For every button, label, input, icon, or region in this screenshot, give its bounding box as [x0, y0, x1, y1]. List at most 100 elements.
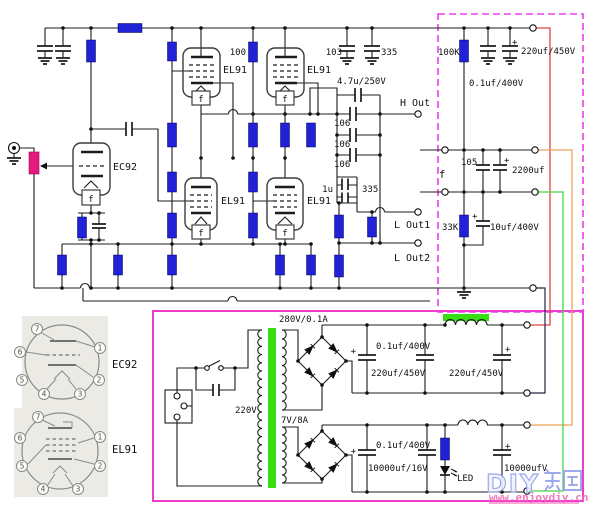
terminals: [173, 24, 539, 495]
label-220uf: 220uf/450V: [521, 47, 576, 57]
filament-label: f: [282, 95, 287, 105]
pin-number: 6: [18, 348, 23, 357]
label-7v8a: 7V/8A: [281, 416, 309, 426]
label-33k: 33K: [442, 223, 459, 233]
label-10uf: 10uf/400V: [490, 223, 539, 233]
label-c335: 335: [381, 48, 397, 58]
tube1-label: EL91: [223, 65, 247, 76]
choke-2-coil: [457, 419, 488, 426]
bridge-rectifier-1: [304, 343, 340, 379]
ec92-pinout: 7 1 6 2 5 4 3 EC92: [14, 323, 137, 400]
filament-wire-orange: [530, 149, 573, 426]
label-c106b: 106: [334, 140, 350, 150]
plus-sign: +: [472, 212, 478, 222]
watermark-url: www.enjoydiy.cn: [489, 491, 588, 504]
label-hv-c1: 220uf/450V: [371, 369, 426, 379]
power-supply-box: [152, 310, 584, 502]
watermark-cjk-glyphs: [544, 469, 582, 491]
label-fil-c1: 10000uf/16V: [368, 464, 428, 474]
resistor: [167, 41, 177, 62]
resistors: [57, 23, 469, 461]
resistor: [248, 122, 258, 148]
resistor: [334, 254, 344, 278]
capacitor-plates: [37, 45, 518, 456]
volume-potentiometer: [28, 151, 40, 175]
resistor: [306, 122, 316, 148]
pin-number: 7: [36, 413, 41, 422]
label-hv-c2: 220uf/450V: [449, 369, 504, 379]
plus-sign: +: [512, 38, 518, 48]
pin-number: 4: [42, 390, 47, 399]
el91-pinout-label: EL91: [112, 444, 137, 456]
choke-core: [443, 314, 489, 321]
resistor: [306, 254, 316, 276]
pin-number: 2: [98, 462, 103, 471]
ac-plug-pin: [173, 392, 181, 400]
label-c1u: 1u: [322, 185, 333, 195]
label-220v: 220V: [235, 406, 257, 416]
el91-pinout-bg: [14, 408, 108, 497]
h-out-terminal: [414, 110, 422, 118]
label-100k: 100K: [438, 48, 460, 58]
fil-terminal-1: [531, 146, 539, 154]
tube-el91-4: f: [266, 177, 304, 240]
pin-number: 5: [20, 462, 25, 471]
pot-wiper-arrow: [40, 162, 47, 170]
plus-sign: +: [351, 347, 357, 357]
pin-number: 6: [18, 434, 23, 443]
resistor: [167, 254, 177, 276]
transformer-primary-coil: [257, 329, 263, 487]
pin-number: 3: [76, 485, 81, 494]
pin-number: 1: [98, 433, 103, 442]
pin-number: 5: [20, 376, 25, 385]
input-jack: [7, 141, 21, 155]
resistor: [77, 216, 87, 239]
transformer-hv-secondary-coil: [281, 329, 287, 411]
resistor: [280, 122, 290, 148]
ac-plug-pin: [173, 413, 181, 421]
label-fil-c2: 10000ufV: [504, 464, 548, 474]
amp-wiring: [13, 27, 532, 493]
choke-1-coil: [444, 319, 488, 326]
transformer-core: [268, 328, 276, 488]
resistor-33k: [459, 214, 469, 238]
watermark: DIY www.enjoydiy.cn: [485, 468, 588, 504]
label-c47u: 4.7u/250V: [337, 77, 386, 87]
bplus-terminal: [529, 24, 537, 32]
pin-number: 1: [98, 344, 103, 353]
label-r100: 100: [230, 48, 246, 58]
resistor: [334, 214, 344, 239]
resistor: [248, 171, 258, 193]
label-sec-hv: 280V/0.1A: [279, 315, 328, 325]
label-hv-film: 0.1uf/400V: [376, 342, 431, 352]
l-out1-label: L Out1: [394, 220, 430, 231]
l-out2-terminal: [414, 239, 422, 247]
resistor: [57, 254, 67, 276]
resistor-100k: [459, 39, 469, 63]
tube2-label: EL91: [307, 65, 331, 76]
watermark-logo: DIY: [486, 469, 540, 498]
resistor: [167, 171, 177, 193]
plus-sign: +: [505, 345, 511, 355]
l-out2-label: L Out2: [394, 253, 430, 264]
fil-in-terminal-1: [441, 146, 449, 154]
bplus-wire-red: [530, 27, 551, 326]
filament-label: f: [282, 229, 287, 239]
fil-terminal-2: [531, 188, 539, 196]
junction-dots: [60, 26, 512, 494]
label-c103: 103: [326, 48, 342, 58]
label-2200uf: 2200uf: [512, 166, 545, 176]
filament-label: f: [88, 195, 93, 205]
tube-ec92: f: [72, 142, 111, 206]
label-01uf: 0.1uf/400V: [469, 79, 524, 89]
tube-el91-2: f: [266, 47, 305, 106]
ground-symbols: [7, 57, 517, 299]
plus-sign: +: [505, 442, 511, 452]
filament-wire-green: [530, 191, 564, 492]
plus-sign: +: [504, 156, 510, 166]
filament-label: f: [198, 229, 203, 239]
ac-plug-pin: [180, 402, 188, 410]
filament-label: f: [198, 95, 203, 105]
label-105: 105: [461, 158, 477, 168]
